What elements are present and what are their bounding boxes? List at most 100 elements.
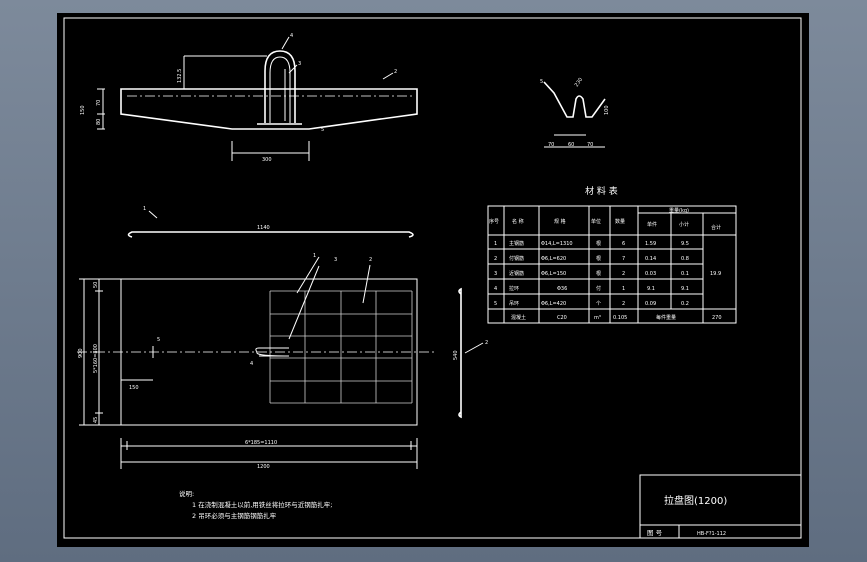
- pull-ring: [264, 50, 296, 123]
- elevation-view: 132.5 150 70 80 300 4 3 2 5: [80, 33, 418, 163]
- dim-900: 900: [78, 348, 84, 358]
- dim-150: 150: [129, 385, 139, 391]
- cell: 近钢筋: [509, 270, 524, 277]
- dim-1200: 1200: [257, 464, 270, 470]
- cell: 混凝土: [511, 314, 526, 321]
- dim-150v: 150: [80, 105, 86, 115]
- cell: 付: [596, 285, 601, 292]
- cell: 0.2: [681, 301, 689, 307]
- cell: m³: [594, 315, 601, 321]
- rebar-bar: [127, 231, 414, 238]
- cell: Φ14,L=1310: [541, 241, 573, 247]
- label-3-plan: 3: [334, 257, 337, 263]
- pull-ring-inner: [269, 56, 291, 123]
- cell: 0.14: [645, 256, 656, 262]
- drawing-no: HB-F?1-112: [697, 531, 726, 537]
- label-2-side: 2: [485, 340, 488, 346]
- note-line-2: 2 吊环必须与主钢筋钢筋扎牢: [192, 511, 277, 520]
- cell: 根: [596, 240, 601, 247]
- dim-1140: 1140: [257, 225, 270, 231]
- cell: 4: [494, 286, 497, 292]
- drawing-no-label: 图 号: [647, 529, 663, 537]
- table-row: 1 主钢筋 Φ14,L=1310 根 6 1.59 9.5: [494, 240, 689, 247]
- cell: 9.1: [681, 286, 689, 292]
- label-3: 3: [298, 61, 301, 67]
- dim-60: 60: [568, 142, 574, 148]
- label-4-plan: 4: [250, 361, 253, 367]
- dim-5x160: 5*160=800: [93, 344, 99, 373]
- hdr-total: 合计: [711, 224, 721, 231]
- leader: [288, 64, 298, 74]
- note-line-1: 1 在浇制混凝土以前,用铁丝将拉环与近钢筋扎牢;: [192, 500, 332, 509]
- table-row: 4 拉环 Φ36 付 1 9.1 9.1: [494, 285, 689, 292]
- table-row: 3 近钢筋 Φ6,L=150 根 2 0.03 0.1: [494, 270, 689, 277]
- dim-50: 50: [93, 282, 99, 288]
- label-5: 5: [321, 127, 324, 133]
- cell: 2: [622, 271, 625, 277]
- concrete-row: 混凝土 C20 m³ 0.105 每件重量 270: [511, 314, 722, 321]
- dim-45: 45: [93, 417, 99, 423]
- dim-6x185: 6*185=1110: [245, 440, 277, 446]
- leader: [296, 256, 320, 294]
- cell: Φ6,L=620: [541, 256, 566, 262]
- cell: 270: [712, 315, 722, 321]
- drawing-title: 拉盘图(1200): [664, 494, 727, 507]
- dim-70b: 70: [587, 142, 593, 148]
- cell: 根: [596, 255, 601, 262]
- cell: 0.03: [645, 271, 656, 277]
- plan-view: 5 1 3 2 4 540 2 900 5*160=800 50 45 150 …: [77, 253, 488, 470]
- label-4: 4: [290, 33, 293, 39]
- cell: 2: [494, 256, 497, 262]
- cell: 2: [622, 301, 625, 307]
- cell: C20: [557, 315, 567, 321]
- cell: 每件重量: [656, 314, 676, 321]
- slab-profile: [120, 88, 418, 130]
- cell: 7: [622, 256, 625, 262]
- cell: 6: [622, 241, 625, 247]
- cell: 0.8: [681, 256, 689, 262]
- dim-100: 100: [604, 105, 610, 115]
- dim-70: 70: [96, 100, 102, 106]
- cell: 付钢筋: [509, 255, 524, 262]
- hdr-subtotal: 小计: [679, 221, 689, 228]
- notes-label: 说明:: [179, 489, 194, 498]
- hdr-unit: 单位: [591, 218, 601, 225]
- dim-300: 300: [262, 157, 272, 163]
- leader: [281, 36, 290, 50]
- hdr-name: 名 称: [512, 218, 524, 225]
- dim-230: 230: [574, 77, 584, 88]
- leader: [382, 72, 394, 80]
- main-rebar: 1140 1: [127, 206, 414, 238]
- notes: 说明: 1 在浇制混凝土以前,用铁丝将拉环与近钢筋扎牢; 2 吊环必须与主钢筋钢…: [179, 489, 332, 520]
- leader: [464, 342, 484, 354]
- hdr-each: 单件: [647, 221, 657, 228]
- hook-shape: [543, 81, 606, 118]
- label-2: 2: [394, 69, 397, 75]
- cell: 3: [494, 271, 497, 277]
- label-5-plan: 5: [157, 337, 160, 343]
- dim-80: 80: [96, 119, 102, 125]
- total-weight: 19.9: [710, 271, 721, 277]
- table-row: 5 吊环 Φ6,L=420 个 2 0.09 0.2: [494, 301, 689, 307]
- dim-132: 132.5: [177, 69, 183, 83]
- leader: [148, 210, 158, 219]
- cell: 1.59: [645, 241, 656, 247]
- title-block-border: [639, 474, 802, 539]
- cell: 1: [622, 286, 625, 292]
- leader: [288, 265, 320, 340]
- cell: 9.5: [681, 241, 689, 247]
- cell: 1: [494, 241, 497, 247]
- drawing-sheet: 132.5 150 70 80 300 4 3 2 5 70 60 70 100…: [57, 13, 809, 547]
- cell: 吊环: [509, 301, 519, 307]
- hdr-weight: 重量(kg): [669, 207, 689, 214]
- cell: 5: [494, 301, 497, 307]
- rebar-bar-2: [458, 287, 462, 419]
- pull-ring-plan: [255, 347, 290, 357]
- cad-drawing: 132.5 150 70 80 300 4 3 2 5 70 60 70 100…: [63, 17, 802, 539]
- cell: 拉环: [509, 285, 519, 292]
- table-title: 材 料 表: [585, 185, 618, 197]
- hdr-no: 序号: [489, 218, 499, 225]
- cell: 根: [596, 270, 601, 277]
- label-1-plan: 1: [313, 253, 316, 259]
- hdr-qty: 数量: [615, 218, 625, 225]
